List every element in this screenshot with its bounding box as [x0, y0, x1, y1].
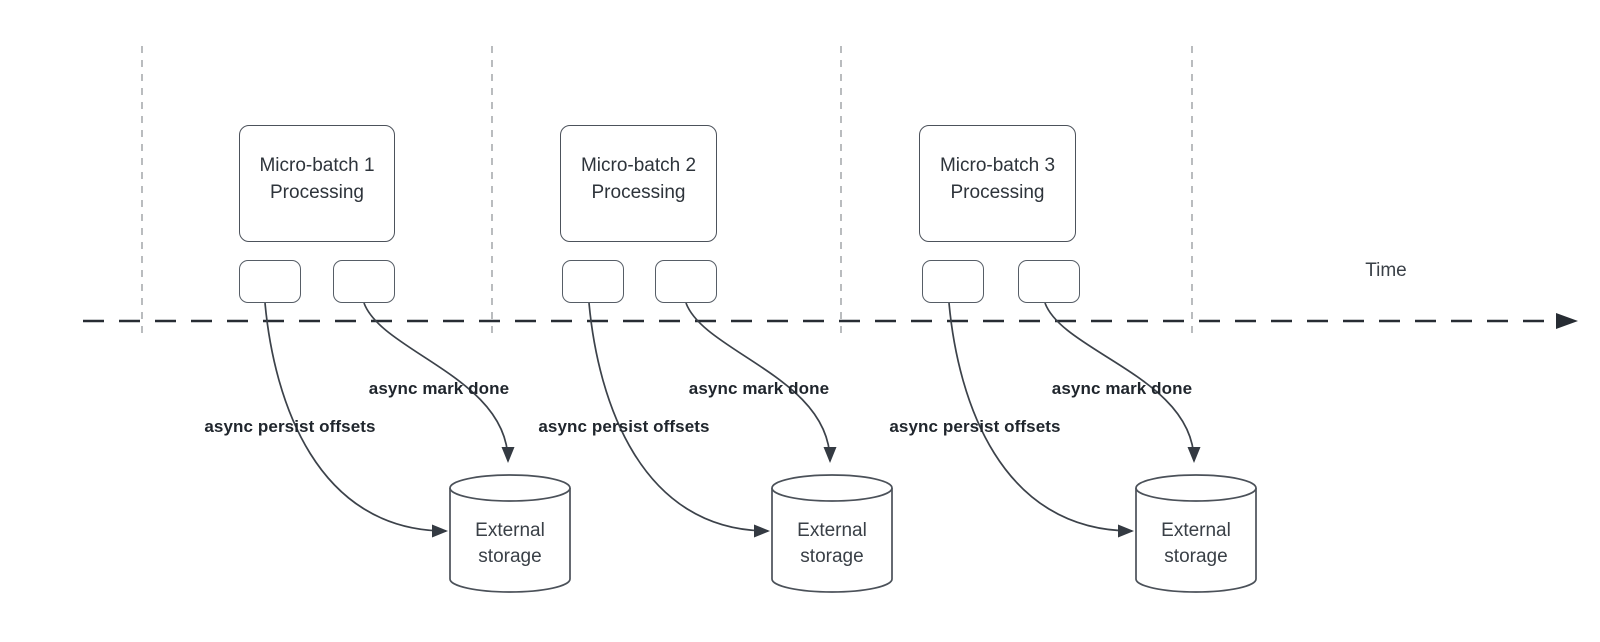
- mark-done-arrow: [363, 302, 515, 463]
- mark-done-arrow: [1044, 302, 1201, 463]
- mark-done-task-box: [1018, 260, 1080, 303]
- persist-offsets-arrow: [588, 302, 770, 538]
- persist-offsets-arrow: [264, 302, 448, 538]
- persist-offsets-task-box: [922, 260, 984, 303]
- time-axis-arrow-icon: [1556, 313, 1578, 329]
- micro-batch-3-title-line1: Micro-batch 3: [939, 154, 1056, 176]
- persist-offsets-task-box: [562, 260, 624, 303]
- mark-done-label: async mark done: [368, 379, 510, 398]
- mark-done-task-box: [333, 260, 395, 303]
- micro-batch-1-title-line2: Processing: [270, 181, 364, 203]
- mark-done-label: async mark done: [688, 379, 830, 398]
- micro-batch-2-title-line1: Micro-batch 2: [580, 154, 697, 176]
- external-storage-label: External storage: [797, 520, 867, 567]
- micro-batch-3-title-line2: Processing: [950, 181, 1045, 203]
- persist-offsets-arrow: [948, 302, 1134, 538]
- micro-batch-1-title-line1: Micro-batch 1: [259, 154, 375, 176]
- mark-done-label: async mark done: [1051, 379, 1193, 398]
- external-storage-cylinder: [1135, 474, 1257, 593]
- persist-offsets-label: async persist offsets: [538, 417, 710, 436]
- micro-batch-2-title-line2: Processing: [591, 181, 686, 203]
- mark-done-arrow: [685, 302, 837, 463]
- persist-offsets-label: async persist offsets: [889, 417, 1061, 436]
- external-storage-cylinder: [771, 474, 893, 593]
- micro-batch-1-box: Micro-batch 1 Processing: [239, 125, 395, 242]
- external-storage-label: External storage: [475, 520, 545, 567]
- persist-offsets-label: async persist offsets: [204, 417, 376, 436]
- external-storage-cylinder: [449, 474, 571, 593]
- persist-offsets-task-box: [239, 260, 301, 303]
- time-axis-label: Time: [1365, 260, 1407, 281]
- external-storage-label: External storage: [1161, 520, 1231, 567]
- micro-batch-2-box: Micro-batch 2 Processing: [560, 125, 717, 242]
- micro-batch-3-box: Micro-batch 3 Processing: [919, 125, 1076, 242]
- mark-done-task-box: [655, 260, 717, 303]
